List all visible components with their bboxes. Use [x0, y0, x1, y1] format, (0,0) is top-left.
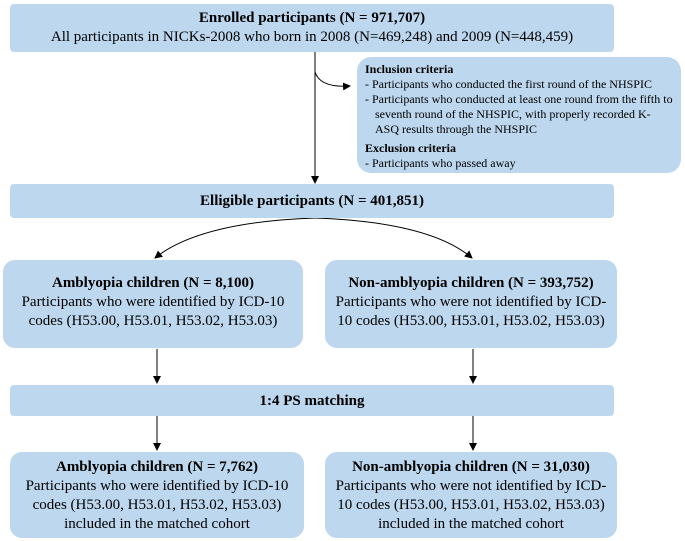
matching-box: 1:4 PS matching — [10, 385, 614, 416]
matching-title: 1:4 PS matching — [259, 393, 365, 409]
non-amblyopia-box: Non-amblyopia children (N = 393,752) Par… — [325, 260, 617, 348]
inclusion-item: - Participants who conducted the first r… — [365, 77, 652, 91]
amblyopia-desc: Participants who were identified by ICD-… — [21, 294, 285, 329]
non-amblyopia-title: Non-amblyopia children (N = 393,752) — [348, 275, 594, 291]
exclusion-item: - Participants who passed away — [365, 156, 516, 170]
eligible-title: Elligible participants (N = 401,851) — [200, 193, 424, 209]
amblyopia-matched-title: Amblyopia children (N = 7,762) — [55, 459, 259, 475]
enrolled-desc: All participants in NICKs-2008 who born … — [50, 29, 574, 45]
arrow-eligible-to-amblyopia — [154, 217, 316, 259]
amblyopia-box: Amblyopia children (N = 8,100) Participa… — [3, 260, 303, 348]
enrolled-box: Enrolled participants (N = 971,707) All … — [10, 4, 614, 52]
criteria-box: Inclusion criteria - Participants who co… — [357, 57, 681, 173]
eligible-box: Elligible participants (N = 401,851) — [10, 184, 614, 218]
arrow-to-criteria — [314, 71, 351, 91]
inclusion-item: - Participants who conducted at least on… — [365, 92, 673, 136]
non-amblyopia-matched-desc: Participants who were not identified by … — [335, 478, 607, 532]
amblyopia-matched-desc: Participants who were identified by ICD-… — [25, 478, 289, 532]
inclusion-title: Inclusion criteria — [365, 62, 454, 76]
exclusion-title: Exclusion criteria — [365, 141, 456, 155]
non-amblyopia-desc: Participants who were not identified by … — [335, 294, 607, 329]
amblyopia-matched-box: Amblyopia children (N = 7,762) Participa… — [10, 452, 304, 538]
amblyopia-title: Amblyopia children (N = 8,100) — [51, 275, 255, 291]
non-amblyopia-matched-title: Non-amblyopia children (N = 31,030) — [352, 459, 590, 475]
arrow-eligible-to-non-amblyopia — [314, 217, 473, 259]
non-amblyopia-matched-box: Non-amblyopia children (N = 31,030) Part… — [325, 452, 617, 538]
enrolled-title: Enrolled participants (N = 971,707) — [198, 10, 426, 26]
